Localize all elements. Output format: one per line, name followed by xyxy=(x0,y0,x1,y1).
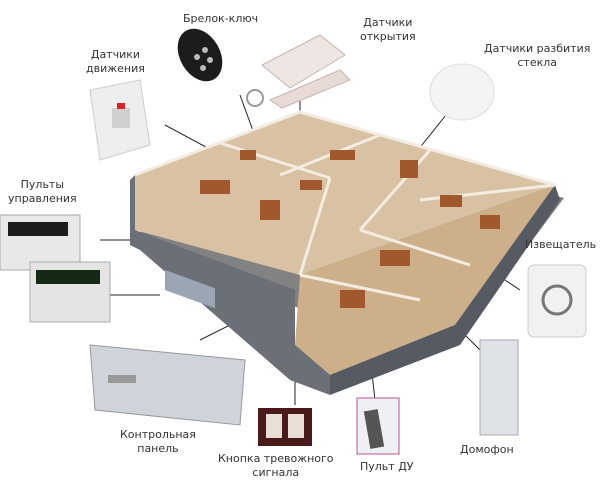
siren-device xyxy=(527,264,587,338)
label-line: сигнала xyxy=(252,466,300,479)
panic-button-device xyxy=(258,408,312,446)
label-line: панель xyxy=(137,442,179,455)
door-sensor-device xyxy=(261,34,351,109)
label-line: Пульты xyxy=(20,178,65,191)
label-line: Датчики xyxy=(363,16,413,29)
label-panic-button: Кнопка тревожного сигнала xyxy=(218,452,334,480)
label-line: Кнопка тревожного xyxy=(218,452,334,465)
label-line: управления xyxy=(8,192,77,205)
keyfob-device xyxy=(177,28,264,107)
label-control-panel: Контрольная панель xyxy=(120,428,196,456)
label-siren: Извещатель xyxy=(525,238,597,251)
label-line: стекла xyxy=(517,56,557,69)
glass-break-sensor-device xyxy=(429,63,495,121)
label-remote: Пульт ДУ xyxy=(360,460,414,473)
remote-device xyxy=(356,397,400,455)
keypad-devices xyxy=(0,214,111,323)
label-line: Датчики xyxy=(90,48,141,61)
label-keyfob: Брелок-ключ xyxy=(183,12,259,25)
label-glass-break: Датчики разбития стекла xyxy=(484,42,590,70)
label-keypads: Пульты управления xyxy=(8,178,77,206)
label-line: открытия xyxy=(360,30,416,43)
label-motion: Датчики движения xyxy=(86,48,145,76)
label-line: движения xyxy=(86,62,145,75)
motion-sensor-device xyxy=(89,79,151,161)
intercom-device xyxy=(479,339,519,436)
control-panel-device xyxy=(89,344,246,426)
house-floor-plan xyxy=(130,110,564,395)
furniture xyxy=(200,150,500,308)
label-door-sensors: Датчики открытия xyxy=(360,16,416,44)
label-intercom: Домофон xyxy=(460,443,514,456)
label-line: Контрольная xyxy=(120,428,196,441)
label-line: Датчики разбития xyxy=(484,42,591,55)
